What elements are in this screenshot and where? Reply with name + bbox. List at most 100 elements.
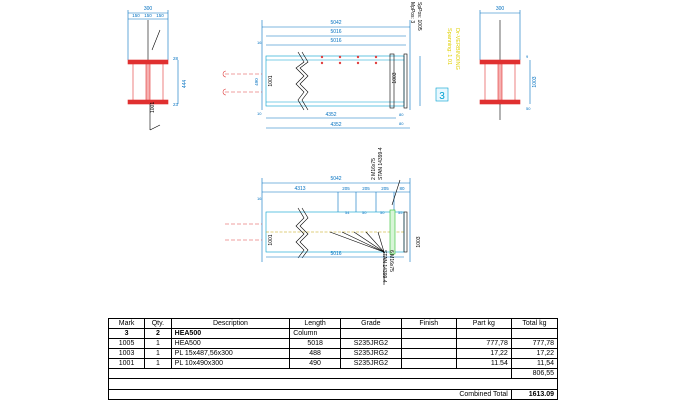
part-mark: 1001 — [107, 358, 146, 369]
bottom-small-dim-5: 55 — [398, 210, 403, 215]
left-sub-dim-2: 150 — [144, 13, 152, 18]
chain-dim-4: 205 — [381, 186, 389, 191]
part-total-kg: 17,22 — [510, 348, 559, 359]
table-row: 1001 1 PL 10x490x300 490 S235JRG2 11.54 … — [107, 358, 559, 369]
part-finish — [400, 358, 457, 369]
bom-assembly-row: 3 2 HEA500 Column — [107, 328, 559, 339]
bom-header-qty: Qty. — [144, 318, 172, 329]
part-qty: 1 — [144, 338, 172, 349]
combined-total-label: Combined Total — [456, 389, 512, 400]
top-small-dim-2: 10 — [257, 111, 262, 116]
bom-header-mark: Mark — [107, 318, 146, 329]
top-height-dim: 490 — [254, 78, 259, 86]
part-total-kg: 11,54 — [510, 358, 559, 369]
bolt-label-top-2: STAN 14399-4 — [378, 147, 384, 180]
assembly-qty: 2 — [144, 328, 172, 339]
bolt-label-bottom-1: 6 M16x75 — [388, 250, 394, 272]
top-label-mppos: MpPos: 3 — [409, 2, 415, 23]
part-finish — [400, 348, 457, 359]
left-sub-dim-3: 150 — [156, 13, 164, 18]
assembly-mark: 3 — [107, 328, 146, 339]
part-kg: 11.54 — [455, 358, 512, 369]
bom-spacer-row — [108, 378, 558, 390]
part-grade: S235JRG2 — [339, 338, 402, 349]
part-mark: 1005 — [107, 338, 146, 349]
top-dim-3: 5016 — [330, 38, 341, 44]
part-kg: 777,78 — [455, 338, 512, 349]
bom-header-total-kg: Total kg — [510, 318, 559, 329]
part-mark: 1003 — [107, 348, 146, 359]
chain-dim-1: 4313 — [294, 186, 305, 192]
bottom-length-dim: 5016 — [330, 251, 341, 257]
bom-header-description: Description — [170, 318, 291, 329]
part-qty: 1 — [144, 348, 172, 359]
shop-drawing: 300 150 150 150 444 28 23 1001 5042 5016… — [127, 2, 538, 285]
part-finish — [400, 338, 457, 349]
bom-header-finish: Finish — [400, 318, 457, 329]
combined-total-value: 1613.09 — [510, 389, 559, 400]
right-section-view: 300 1003 9 50 — [479, 6, 538, 120]
bom-subtotal-row: 806,55 — [108, 368, 559, 379]
left-top-dim: 300 — [144, 6, 153, 12]
bom-header-length: Length — [289, 318, 341, 329]
left-part-mark: 1001 — [150, 102, 156, 113]
bottom-mark-left: 1001 — [268, 234, 274, 245]
bottom-dim-overall: 5042 — [330, 176, 341, 182]
part-desc: PL 10x490x300 — [170, 358, 291, 369]
top-mark-right: 1003 — [392, 72, 398, 83]
top-elevation-view: 5042 5016 5016 16 1001 1003 490 — [222, 2, 460, 129]
part-grade: S235JRG2 — [339, 358, 402, 369]
bom-header-row: Mark Qty. Description Length Grade Finis… — [107, 318, 559, 329]
top-label-sppos: SpPos: 1005 — [416, 2, 422, 31]
part-grade: S235JRG2 — [339, 348, 402, 359]
bolt-label-bottom-2: STAN 14399-4 — [381, 250, 387, 283]
yellow-label-2: Spanning: 1 01 — [446, 28, 452, 65]
top-small-dim-6: 80 — [399, 121, 404, 126]
bottom-small-dim-1: 16 — [257, 196, 262, 201]
bom-subtotal: 806,55 — [510, 368, 559, 379]
part-desc: PL 15x487,56x300 — [170, 348, 291, 359]
top-mark-left: 1001 — [268, 75, 274, 86]
bottom-mark-right: 1003 — [416, 236, 422, 247]
yellow-label-1: Dr-VERBINDING — [454, 28, 460, 70]
top-small-dim-1: 16 — [257, 40, 262, 45]
top-dim-2: 5016 — [330, 29, 341, 35]
chain-dim-5: 80 — [399, 186, 405, 191]
chain-dim-2: 205 — [342, 186, 350, 191]
left-sub-dim-1: 150 — [132, 13, 140, 18]
part-length: 490 — [289, 358, 341, 369]
bottom-elevation-view: 5042 4313 205 205 205 80 1001 1003 — [225, 147, 422, 285]
bom-header-grade: Grade — [339, 318, 402, 329]
left-side-dim-3: 23 — [173, 102, 179, 107]
chain-dim-3: 205 — [362, 186, 370, 191]
bom-combined-row: Combined Total 1613.09 — [108, 389, 559, 400]
part-length: 5018 — [289, 338, 341, 349]
bom-header-part-kg: Part kg — [455, 318, 512, 329]
right-small-dim: 50 — [526, 106, 531, 111]
top-small-dim-5: 80 — [399, 112, 404, 117]
right-side-dim-1: 1003 — [532, 76, 538, 87]
assembly-badge: 3 — [439, 91, 445, 102]
bottom-small-dim-4: 50 — [380, 210, 385, 215]
bill-of-materials: Mark Qty. Description Length Grade Finis… — [107, 318, 559, 400]
table-row: 1003 1 PL 15x487,56x300 488 S235JRG2 17,… — [107, 348, 559, 359]
part-kg: 17,22 — [455, 348, 512, 359]
left-side-dim-2: 28 — [173, 56, 179, 61]
top-bottom-dim-1: 4352 — [325, 112, 336, 118]
bottom-small-dim-3: 50 — [362, 210, 367, 215]
part-total-kg: 777,78 — [510, 338, 559, 349]
table-row: 1005 1 HEA500 5018 S235JRG2 777,78 777,7… — [107, 338, 559, 349]
bolt-label-top-1: 2 M16x75 — [371, 158, 377, 180]
part-qty: 1 — [144, 358, 172, 369]
top-dim-overall: 5042 — [330, 20, 341, 26]
left-section-view: 300 150 150 150 444 28 23 1001 — [127, 6, 188, 131]
assembly-type: Column — [289, 328, 341, 339]
right-top-dim: 300 — [496, 6, 505, 12]
part-desc: HEA500 — [170, 338, 291, 349]
bottom-small-dim-2: 54 — [345, 210, 350, 215]
top-bottom-dim-2: 4352 — [330, 122, 341, 128]
assembly-desc: HEA500 — [170, 328, 291, 339]
right-side-dim-2: 9 — [526, 54, 529, 59]
part-length: 488 — [289, 348, 341, 359]
left-side-dim-1: 444 — [182, 80, 188, 89]
